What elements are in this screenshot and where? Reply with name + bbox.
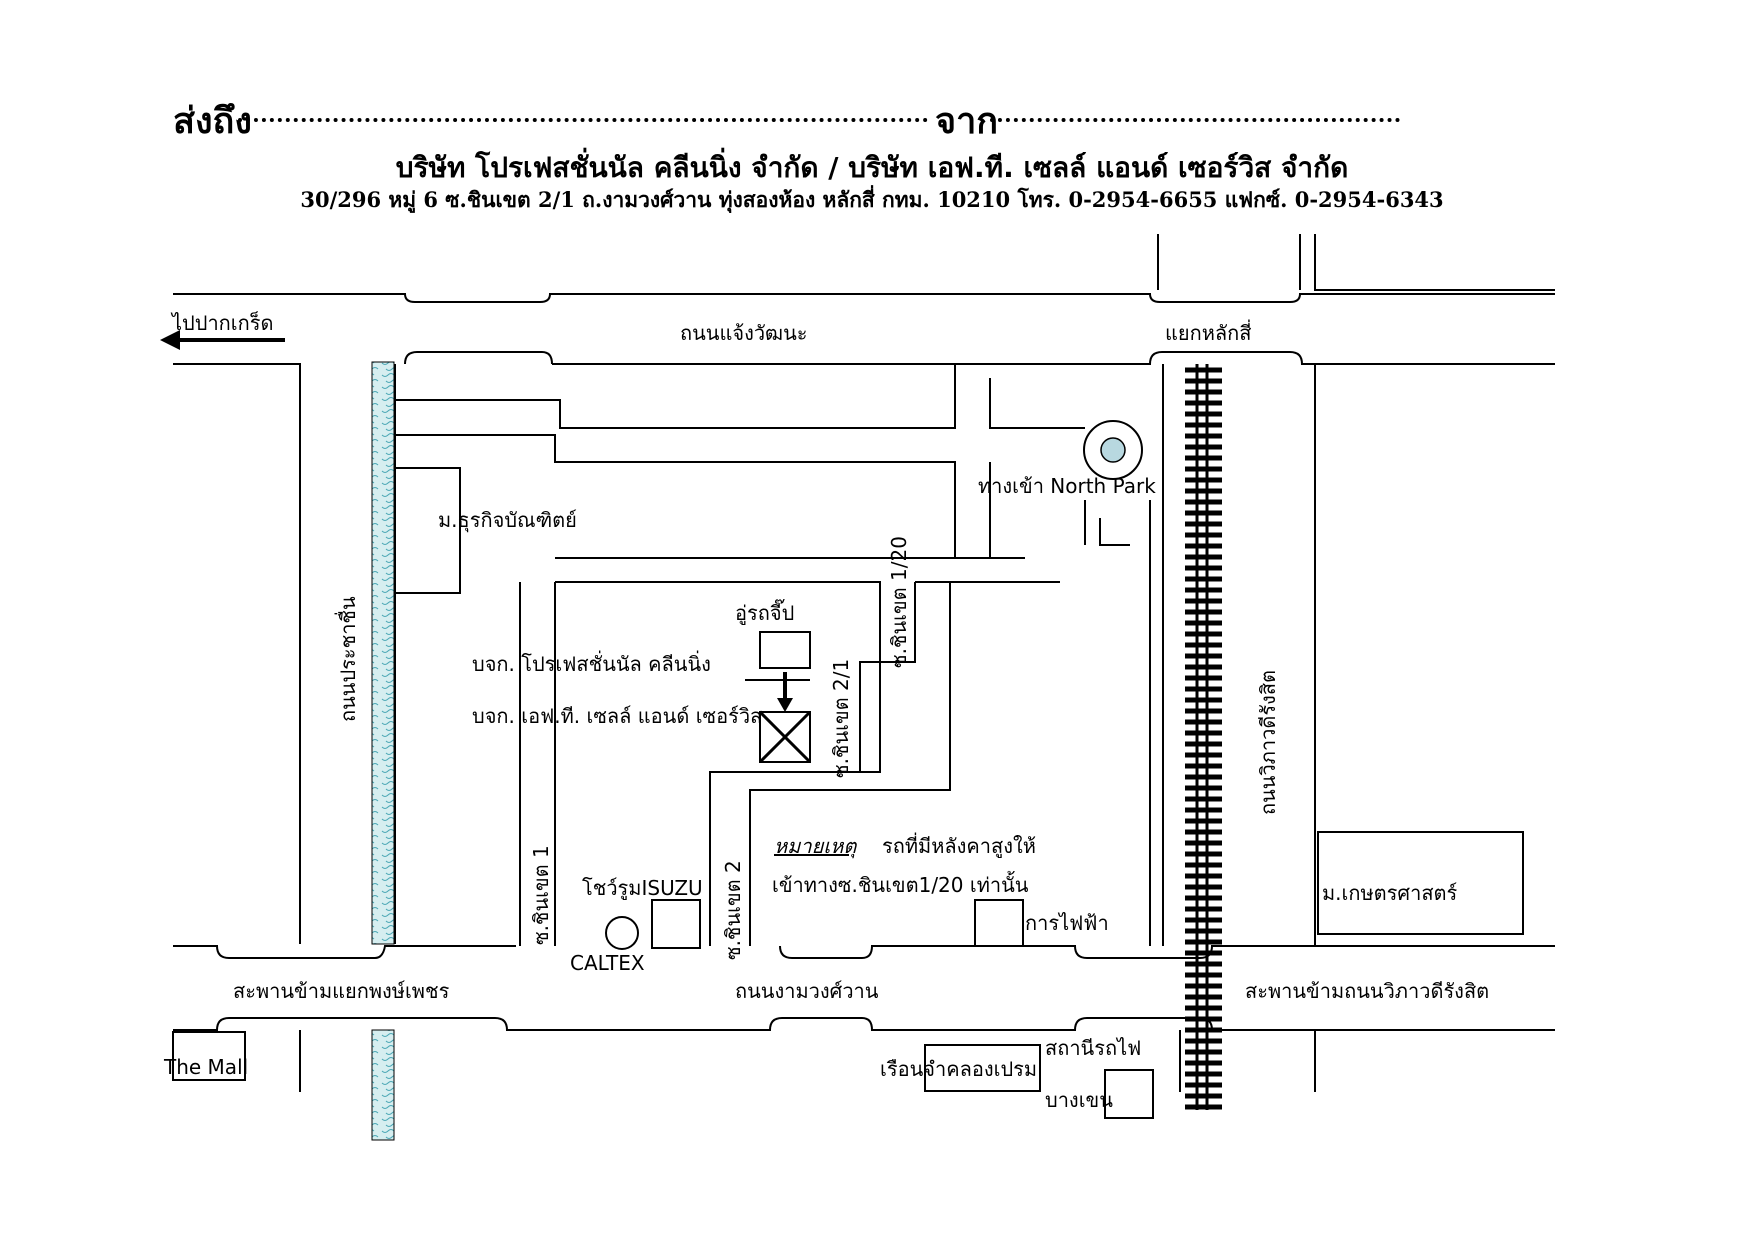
road-edge: [173, 1017, 1555, 1031]
soi-edge: [1099, 518, 1130, 546]
soi-edge: [989, 378, 1085, 429]
caltex-station-marker: [605, 916, 639, 950]
note-line-2: เข้าทางซ.ชินเขต1/20 เท่านั้น: [772, 871, 1029, 897]
bridge-vibhavadi-label: สะพานข้ามถนนวิภาวดีรังสิต: [1245, 979, 1489, 1003]
prachachuen-road-label: ถนนประชาชื่น: [334, 596, 360, 722]
road-edge: [173, 945, 516, 959]
prison-label: เรือนจำคลองเปรม: [880, 1057, 1037, 1081]
road-edge: [779, 945, 1555, 959]
rail-station-label-2: บางเขน: [1045, 1088, 1113, 1112]
from-label: จาก: [935, 101, 999, 142]
soi-chinnakhet-1-label: ซ.ชินเขต 1: [529, 845, 553, 945]
from-blank-line: [990, 118, 1400, 122]
dhurakij-university-building: [394, 467, 461, 594]
laksi-intersection-label: แยกหลักสี่: [1165, 319, 1251, 345]
vibhavadi-road-label: ถนนวิภาวดีรังสิต: [1256, 670, 1280, 815]
soi-edge: [709, 582, 881, 946]
the-mall-label: The Mall: [163, 1055, 248, 1079]
bridge-phong-phet-label: สะพานข้ามแยกพงษ์เพชร: [233, 979, 450, 1003]
isuzu-showroom-building: [651, 899, 701, 949]
soi-edge: [859, 582, 916, 772]
road-edge: [404, 351, 553, 365]
prison-building: [924, 1044, 1041, 1092]
rail-station-label: สถานีรถไฟ: [1045, 1036, 1141, 1060]
road-chaeng-watthana-label: ถนนแจ้งวัฒนะ: [680, 321, 808, 345]
road-edge: [173, 293, 1555, 303]
company-building-marker: [758, 710, 812, 764]
kasetsart-university-building: [1317, 831, 1524, 935]
kasetsart-university-label: ม.เกษตรศาสตร์: [1322, 881, 1458, 905]
caltex-label: CALTEX: [570, 951, 645, 975]
garage-label: อู่รถจี๊ป: [735, 598, 794, 626]
canal-north: [371, 361, 395, 945]
company-2-label: บจก. เอฟ.ที. เซลล์ แอนด์ เซอร์วิส: [472, 704, 762, 728]
road-edge: [1314, 234, 1555, 291]
arrow-to-company-marker: [777, 672, 793, 712]
garage-building: [759, 631, 811, 669]
road-edge: [552, 351, 1555, 365]
soi-edge: [395, 364, 956, 429]
electricity-authority-building: [974, 899, 1024, 947]
to-blank-line: [238, 118, 928, 122]
station-building: [1104, 1069, 1154, 1119]
dhurakij-university-label: ม.ธุรกิจบัณฑิตย์: [438, 508, 577, 533]
soi-edge: [555, 581, 881, 640]
electricity-authority-label: การไฟฟ้า: [1025, 911, 1109, 935]
soi-edge: [749, 582, 951, 946]
the-mall-building: [172, 1031, 246, 1081]
direction-pakkret-label: ไปปากเกร็ด: [170, 310, 273, 335]
note-title: หมายเหตุ: [774, 834, 857, 859]
north-park-entrance-label: ทางเข้า North Park: [978, 474, 1156, 498]
roundabout-marker: [1083, 420, 1143, 480]
soi-chinnakhet-1-20-label: ซ.ชินเขต 1/20: [887, 536, 911, 668]
canal-south: [371, 1029, 395, 1141]
direction-arrow-icon: [160, 330, 285, 350]
soi-chinnakhet-2-1-label: ซ.ชินเขต 2/1: [829, 659, 853, 778]
company-1-label: บจก. โปรเฟสชั่นนัล คลีนนิ่ง: [472, 650, 711, 676]
company-address-line: 30/296 หมู่ 6 ซ.ชินเขต 2/1 ถ.งามวงศ์วาน …: [300, 187, 1444, 212]
company-name-line: บริษัท โปรเฟสชั่นนัล คลีนนิ่ง จำกัด / บร…: [395, 151, 1349, 184]
isuzu-showroom-label: โชว์รูมISUZU: [582, 876, 703, 901]
ngamwongwan-road-label: ถนนงามวงศ์วาน: [735, 979, 879, 1003]
road-edge: [173, 363, 301, 944]
soi-edge: [395, 434, 956, 558]
railway-tracks: [1185, 364, 1222, 1110]
note-line-1: รถที่มีหลังคาสูงให้: [882, 832, 1036, 859]
soi-chinnakhet-2-label: ซ.ชินเขต 2: [721, 860, 745, 960]
